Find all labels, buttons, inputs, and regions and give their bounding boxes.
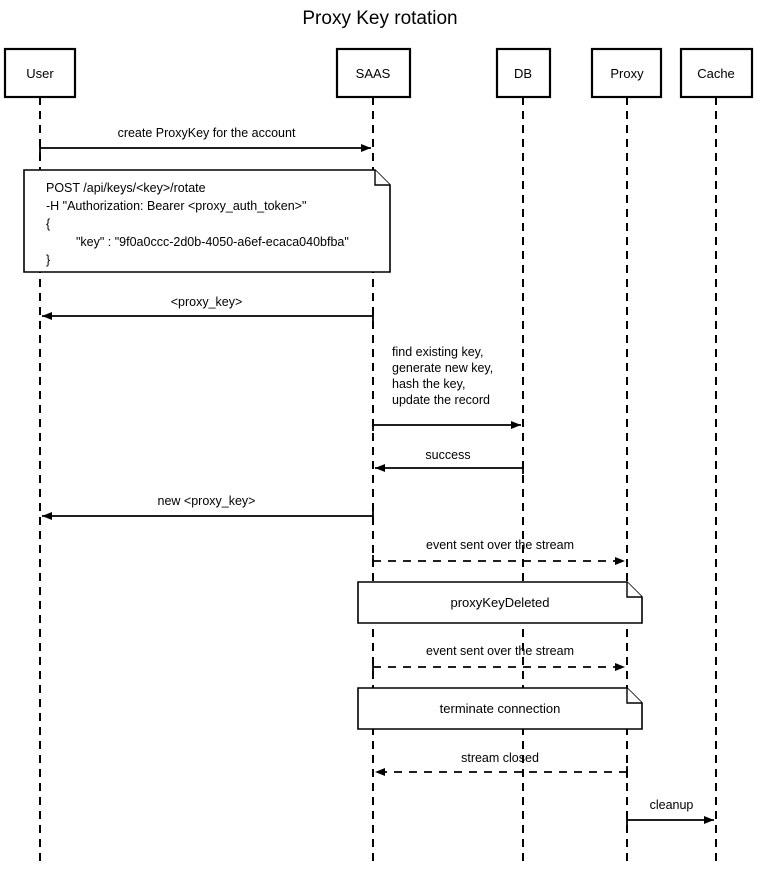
message-label-proxy-key-response: <proxy_key> bbox=[171, 295, 243, 309]
actor-label-proxy: Proxy bbox=[610, 66, 644, 81]
messages-layer: create ProxyKey for the account <proxy_ke… bbox=[39, 126, 714, 826]
note-post-rotate-note: POST /api/keys/<key>/rotate -H "Authoriza… bbox=[23, 169, 391, 273]
note-line-0-post-rotate-note: POST /api/keys/<key>/rotate bbox=[46, 181, 206, 195]
note-fold-post-rotate-note bbox=[374, 170, 390, 186]
actor-cache[interactable]: Cache bbox=[679, 47, 754, 99]
notes-layer: POST /api/keys/<key>/rotate -H "Authoriza… bbox=[23, 169, 643, 730]
actor-label-saas: SAAS bbox=[356, 66, 391, 81]
saas-step-line-1: generate new key, bbox=[392, 361, 493, 375]
actor-user[interactable]: User bbox=[3, 47, 77, 99]
message-new-proxy-key[interactable]: new <proxy_key> bbox=[42, 494, 374, 522]
note-line-2-post-rotate-note: { bbox=[46, 217, 50, 231]
diagram-title: Proxy Key rotation bbox=[302, 8, 457, 29]
note-fold-terminate-connection-note bbox=[626, 688, 642, 704]
message-proxy-key-response[interactable]: <proxy_key> bbox=[42, 295, 374, 322]
actor-box-user bbox=[3, 47, 77, 99]
actor-label-db: DB bbox=[514, 66, 532, 81]
actor-label-cache: Cache bbox=[697, 66, 735, 81]
message-db-success[interactable]: success bbox=[375, 448, 524, 474]
message-label-new-proxy-key: new <proxy_key> bbox=[158, 494, 256, 508]
note-terminate-connection-note: terminate connection bbox=[357, 687, 643, 730]
saas-step-line-2: hash the key, bbox=[392, 377, 465, 391]
saas-step-line-0: find existing key, bbox=[392, 345, 483, 359]
message-cleanup[interactable]: cleanup bbox=[626, 798, 714, 826]
note-proxy-key-deleted-note: proxyKeyDeleted bbox=[357, 581, 643, 624]
message-label-cleanup: cleanup bbox=[650, 798, 694, 812]
note-body-post-rotate-note bbox=[23, 169, 391, 273]
saas-step-line-3: update the record bbox=[392, 393, 490, 407]
message-stream-closed[interactable]: stream closed bbox=[375, 751, 628, 778]
message-create-proxykey[interactable]: create ProxyKey for the account bbox=[39, 126, 371, 154]
message-event-stream-2[interactable]: event sent over the stream bbox=[372, 644, 625, 673]
note-body-proxy-key-deleted-note bbox=[357, 581, 643, 624]
note-text-terminate-connection-note: terminate connection bbox=[440, 701, 561, 716]
note-text-proxy-key-deleted-note: proxyKeyDeleted bbox=[451, 595, 550, 610]
actor-saas[interactable]: SAAS bbox=[335, 47, 412, 99]
message-event-stream-1[interactable]: event sent over the stream bbox=[372, 538, 625, 567]
message-label-create-proxykey: create ProxyKey for the account bbox=[118, 126, 296, 140]
note-line-1-post-rotate-note: -H "Authorization: Bearer <proxy_auth_to… bbox=[46, 199, 306, 213]
message-label-event-stream-2: event sent over the stream bbox=[426, 644, 574, 658]
message-label-stream-closed: stream closed bbox=[461, 751, 539, 765]
message-label-event-stream-1: event sent over the stream bbox=[426, 538, 574, 552]
note-line-4-post-rotate-note: } bbox=[46, 253, 50, 267]
actor-box-db bbox=[495, 47, 552, 99]
message-saas-db-update[interactable] bbox=[372, 419, 521, 431]
actor-proxy[interactable]: Proxy bbox=[590, 47, 663, 99]
actor-box-saas bbox=[335, 47, 412, 99]
actor-box-proxy bbox=[590, 47, 663, 99]
actor-label-user: User bbox=[26, 66, 54, 81]
message-label-db-success: success bbox=[425, 448, 470, 462]
actor-box-cache bbox=[679, 47, 754, 99]
saas-internal-steps-note: find existing key, generate new key, hash … bbox=[392, 345, 493, 407]
actors-layer: User SAAS DB Proxy Cache bbox=[3, 47, 754, 99]
actor-db[interactable]: DB bbox=[495, 47, 552, 99]
note-fold-proxy-key-deleted-note bbox=[626, 582, 642, 598]
note-line-3-post-rotate-note: "key" : "9f0a0ccc-2d0b-4050-a6ef-ecaca04… bbox=[76, 235, 349, 249]
note-body-terminate-connection-note bbox=[357, 687, 643, 730]
